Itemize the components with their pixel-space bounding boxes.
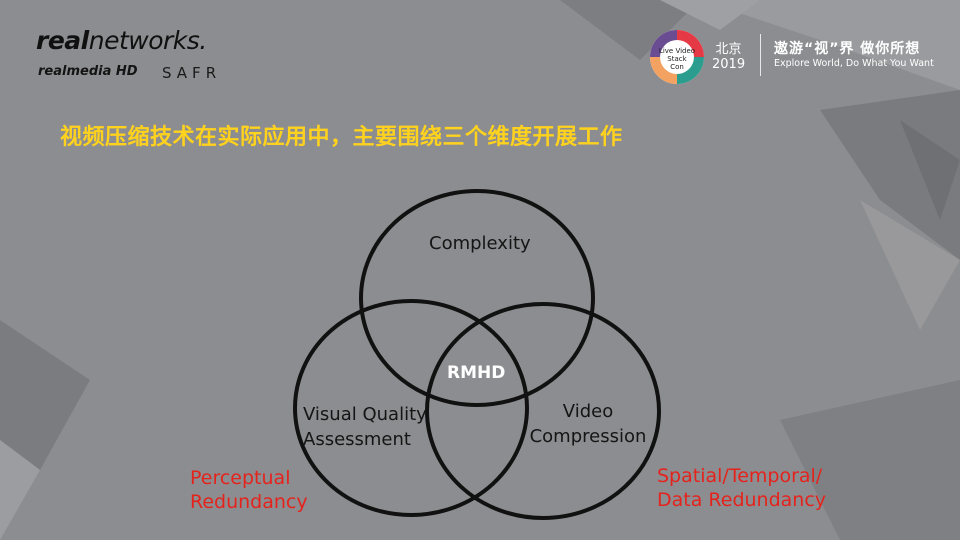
realmedia-logo: realmedia HD	[38, 64, 138, 79]
livevideostackcon-logo-icon: Live Video Stack Con	[650, 30, 704, 84]
center-label: RMHD	[447, 363, 506, 383]
svg-text:Stack: Stack	[667, 55, 687, 63]
visual-quality-line1: Visual Quality	[303, 404, 427, 425]
slogan-english: Explore World, Do What You Want	[774, 58, 934, 69]
data-redundancy-annotation: Spatial/Temporal/ Data Redundancy	[657, 464, 826, 512]
visual-quality-label: Visual Quality Assessment	[303, 402, 427, 452]
video-compression-line1: Video	[562, 401, 614, 422]
slogan-chinese: 遨游“视”界 做你所想	[774, 41, 921, 57]
svg-text:Con: Con	[670, 63, 684, 71]
visual-quality-line2: Assessment	[303, 429, 411, 450]
circle-video-compression	[425, 302, 661, 520]
perceptual-redundancy-annotation: Perceptual Redundancy	[190, 466, 308, 514]
event-city: 北京	[715, 42, 742, 57]
video-compression-line2: Compression	[529, 426, 647, 447]
complexity-label: Complexity	[429, 233, 531, 254]
perceptual-line2: Redundancy	[190, 491, 308, 513]
data-redundancy-line2: Data Redundancy	[657, 489, 827, 511]
realnetworks-logo: realnetworks.	[36, 26, 207, 55]
perceptual-line1: Perceptual	[190, 467, 291, 489]
circle-complexity	[359, 189, 595, 407]
event-year: 2019	[712, 57, 746, 72]
safr-logo: SAFR	[162, 64, 222, 82]
data-redundancy-line1: Spatial/Temporal/	[657, 465, 823, 487]
event-city-year: 北京 2019	[712, 42, 745, 72]
brand-bold: real	[36, 26, 89, 55]
circle-visual-quality	[293, 299, 529, 517]
header-divider	[760, 34, 761, 76]
video-compression-label: Video Compression	[527, 399, 649, 449]
svg-text:Live Video: Live Video	[659, 47, 695, 55]
brand-light: networks.	[88, 26, 208, 55]
slide-heading: 视频压缩技术在实际应用中，主要围绕三个维度开展工作	[60, 125, 623, 150]
